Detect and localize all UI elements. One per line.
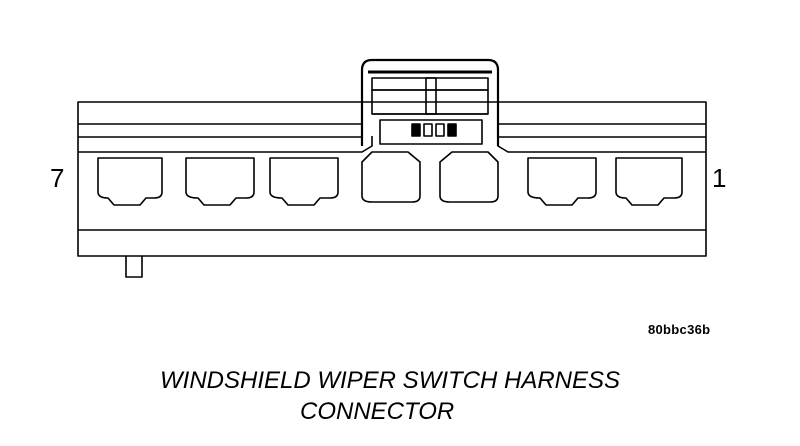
- connector-body: [77, 101, 707, 257]
- caption-line-1: WINDSHIELD WIPER SWITCH HARNESS: [160, 367, 621, 394]
- pin-7-label: 7: [50, 163, 65, 193]
- cavity-7: [97, 157, 163, 206]
- mounting-tab: [125, 256, 143, 278]
- cavity-5: [269, 157, 339, 206]
- pin-1-label: 1: [712, 163, 727, 193]
- cavity-3: [439, 151, 499, 203]
- cavity-4: [361, 151, 421, 203]
- cavity-2: [527, 157, 597, 206]
- figure-code: 80bbc36b: [648, 322, 711, 337]
- locking-latch: [360, 58, 500, 146]
- caption-line-2: CONNECTOR: [300, 398, 455, 425]
- cavity-1: [615, 157, 683, 206]
- cavity-6: [185, 157, 255, 206]
